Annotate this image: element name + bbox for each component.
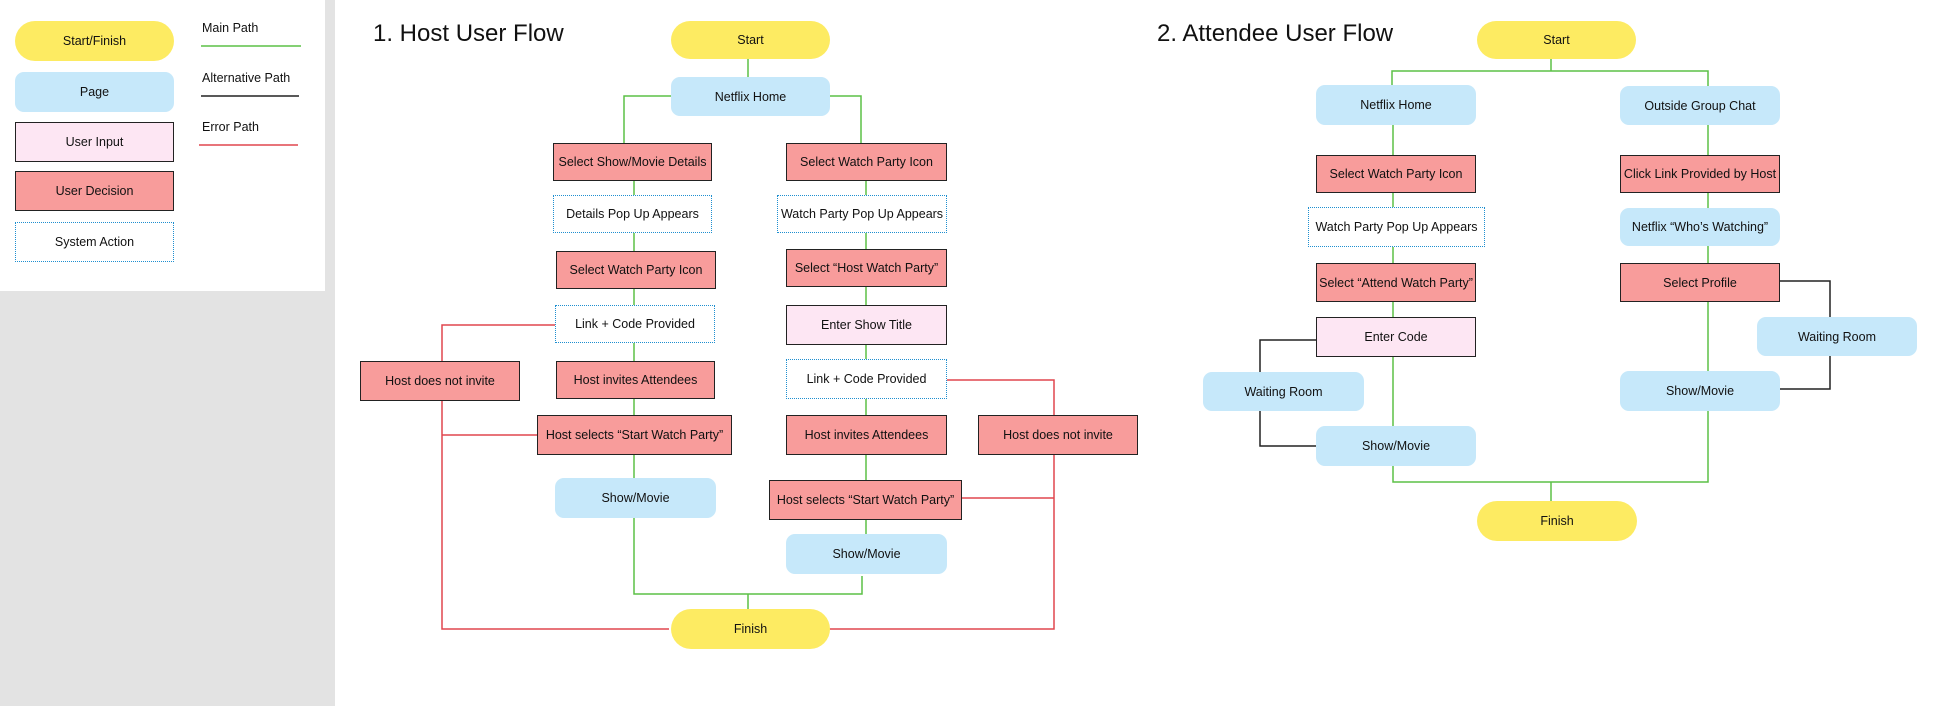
legend-main-path-label: Main Path: [202, 21, 259, 35]
host-right-invites: Host invites Attendees: [786, 415, 947, 455]
host-main-paths: [623, 57, 867, 609]
attendee-select-profile: Select Profile: [1620, 263, 1780, 302]
legend-error-path-label: Error Path: [202, 120, 259, 134]
host-flow-title: 1. Host User Flow: [373, 20, 564, 47]
attendee-select-attend-wp: Select “Attend Watch Party”: [1316, 263, 1476, 302]
attendee-enter-code: Enter Code: [1316, 317, 1476, 357]
host-finish: Finish: [671, 609, 830, 649]
attendee-start: Start: [1477, 21, 1636, 59]
attendee-whos-watching: Netflix “Who’s Watching”: [1620, 208, 1780, 246]
attendee-outside-chat: Outside Group Chat: [1620, 86, 1780, 125]
attendee-left-waiting-room: Waiting Room: [1203, 372, 1364, 411]
host-right-start-wp: Host selects “Start Watch Party”: [769, 480, 962, 520]
host-left-link-code: Link + Code Provided: [555, 305, 715, 343]
attendee-netflix-home: Netflix Home: [1316, 85, 1476, 125]
attendee-alternative-paths: [1259, 280, 1831, 447]
host-details-popup: Details Pop Up Appears: [553, 195, 712, 233]
host-netflix-home: Netflix Home: [671, 77, 830, 116]
attendee-finish: Finish: [1477, 501, 1637, 541]
legend-start-finish: Start/Finish: [15, 21, 174, 61]
legend-alternative-path-label: Alternative Path: [202, 71, 291, 85]
host-start: Start: [671, 21, 830, 59]
host-right-link-code: Link + Code Provided: [786, 359, 947, 399]
host-right-not-invite: Host does not invite: [978, 415, 1138, 455]
attendee-right-show-movie: Show/Movie: [1620, 371, 1780, 411]
attendee-left-show-movie: Show/Movie: [1316, 426, 1476, 466]
host-right-enter-title: Enter Show Title: [786, 305, 947, 345]
host-left-show-movie: Show/Movie: [555, 478, 716, 518]
attendee-main-paths: [1391, 57, 1709, 501]
legend-user-decision: User Decision: [15, 171, 174, 211]
host-left-invites: Host invites Attendees: [556, 361, 715, 399]
attendee-select-wp-icon: Select Watch Party Icon: [1316, 155, 1476, 193]
host-right-wp-popup: Watch Party Pop Up Appears: [777, 195, 947, 233]
legend-swatch-lines: [199, 45, 301, 146]
host-left-not-invite: Host does not invite: [360, 361, 520, 401]
attendee-wp-popup: Watch Party Pop Up Appears: [1308, 207, 1485, 247]
host-left-start-wp: Host selects “Start Watch Party”: [537, 415, 732, 455]
legend-system-action: System Action: [15, 222, 174, 262]
host-left-select-wp-icon: Select Watch Party Icon: [556, 251, 716, 289]
attendee-right-waiting-room: Waiting Room: [1757, 317, 1917, 356]
host-select-details: Select Show/Movie Details: [553, 143, 712, 181]
host-error-paths: [441, 324, 1055, 630]
host-right-show-movie: Show/Movie: [786, 534, 947, 574]
attendee-click-link: Click Link Provided by Host: [1620, 155, 1780, 193]
legend-user-input: User Input: [15, 122, 174, 162]
legend-page: Page: [15, 72, 174, 112]
host-right-select-wp-icon: Select Watch Party Icon: [786, 143, 947, 181]
host-right-host-wp: Select “Host Watch Party”: [786, 249, 947, 287]
attendee-flow-title: 2. Attendee User Flow: [1157, 20, 1394, 47]
